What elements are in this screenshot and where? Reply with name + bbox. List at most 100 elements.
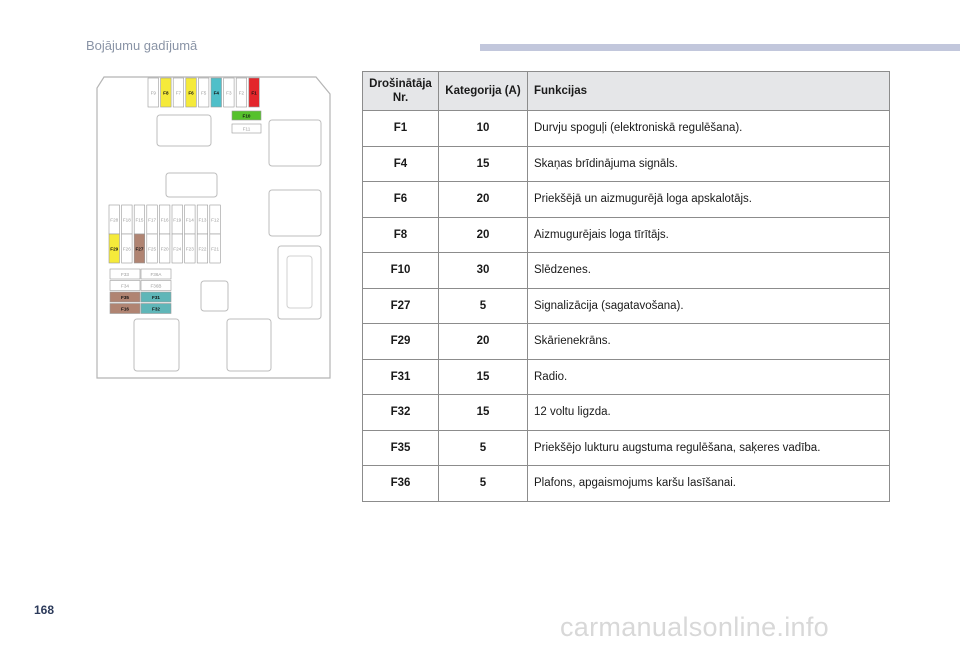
svg-text:F2: F2 xyxy=(239,90,245,95)
fuse-block-f31: F31 xyxy=(140,291,172,303)
fuse-block-f36b: F36B xyxy=(140,280,172,291)
cell-fuse: F35 xyxy=(362,429,439,466)
fuse-f11: F11 xyxy=(231,123,262,134)
svg-text:F25: F25 xyxy=(148,246,156,251)
fuse-f27: F27 xyxy=(133,233,146,264)
fuse-f26: F26 xyxy=(121,233,133,264)
fuse-f14: F14 xyxy=(184,204,196,235)
fuse-f5: F5 xyxy=(198,77,210,108)
fuse-f28: F28 xyxy=(108,204,120,235)
svg-text:F18: F18 xyxy=(123,217,131,222)
cell-amp: 15 xyxy=(438,358,528,395)
svg-text:F9: F9 xyxy=(151,90,157,95)
cell-fuse: F32 xyxy=(362,394,439,431)
relay-slot-8 xyxy=(226,318,272,372)
fuse-f18: F18 xyxy=(121,204,133,235)
fuse-f3: F3 xyxy=(223,77,235,108)
col-functions-header: Funkcijas xyxy=(527,71,890,111)
svg-text:F13: F13 xyxy=(198,217,206,222)
fuse-block-f36a: F36A xyxy=(140,268,172,280)
cell-function: Radio. xyxy=(527,358,890,395)
fuse-block-f32: F32 xyxy=(140,303,172,314)
fuse-f22: F22 xyxy=(196,233,208,264)
cell-fuse: F8 xyxy=(362,216,439,253)
cell-amp: 10 xyxy=(438,110,528,147)
svg-text:F8: F8 xyxy=(163,90,169,95)
cell-fuse: F1 xyxy=(362,110,439,147)
svg-text:F36A: F36A xyxy=(151,272,163,277)
svg-text:F3: F3 xyxy=(226,90,232,95)
cell-amp: 20 xyxy=(438,181,528,218)
fuse-f12: F12 xyxy=(209,204,221,235)
cell-amp: 5 xyxy=(438,287,528,324)
svg-text:F10: F10 xyxy=(243,113,251,118)
cell-function: Signalizācija (sagatavošana). xyxy=(527,287,890,324)
fuse-f20: F20 xyxy=(159,233,171,264)
col-fuse-header: Drošinātāja Nr. xyxy=(362,71,439,111)
svg-text:F11: F11 xyxy=(243,126,251,131)
watermark-text: carmanualsonline.info xyxy=(560,612,829,642)
cell-fuse: F36 xyxy=(362,465,439,502)
svg-text:F16: F16 xyxy=(161,217,169,222)
fuse-block-f34: F34 xyxy=(109,280,141,291)
svg-text:F28: F28 xyxy=(110,217,118,222)
cell-fuse: F10 xyxy=(362,252,439,289)
fuse-f13: F13 xyxy=(196,204,208,235)
fuse-table: Drošinātāja Nr. Kategorija (A) Funkcijas… xyxy=(362,71,890,502)
cell-function: Priekšējo lukturu augstuma regulēšana, s… xyxy=(527,429,890,466)
svg-text:F24: F24 xyxy=(173,246,181,251)
relay-slot-4 xyxy=(268,189,322,237)
cell-function: Slēdzenes. xyxy=(527,252,890,289)
fuse-f24: F24 xyxy=(171,233,183,264)
cell-amp: 30 xyxy=(438,252,528,289)
cell-function: Aizmugurējais loga tīrītājs. xyxy=(527,216,890,253)
svg-text:F19: F19 xyxy=(173,217,181,222)
svg-text:F15: F15 xyxy=(135,217,143,222)
page-number: 168 xyxy=(34,603,55,617)
svg-text:F1: F1 xyxy=(251,90,257,95)
svg-text:F5: F5 xyxy=(201,90,207,95)
fuse-f29: F29 xyxy=(108,233,120,264)
cell-amp: 20 xyxy=(438,216,528,253)
cell-function: Skaņas brīdinājuma signāls. xyxy=(527,145,890,182)
cell-fuse: F6 xyxy=(362,181,439,218)
relay-slot-1 xyxy=(156,114,212,147)
svg-text:F14: F14 xyxy=(186,217,194,222)
relay-slot-3 xyxy=(268,119,322,167)
section-title: Bojājumu gadījumā xyxy=(86,38,198,53)
svg-text:F29: F29 xyxy=(110,246,118,251)
fuse-f21: F21 xyxy=(209,233,221,264)
svg-text:F22: F22 xyxy=(198,246,206,251)
svg-text:F31: F31 xyxy=(152,295,160,300)
svg-text:F27: F27 xyxy=(135,246,143,251)
cell-function: Durvju spoguļi (elektroniskā regulēšana)… xyxy=(527,110,890,147)
fuse-f4: F4 xyxy=(210,77,222,108)
cell-function: Skārienekrāns. xyxy=(527,323,890,360)
fuse-f9: F9 xyxy=(147,77,159,108)
cell-fuse: F29 xyxy=(362,323,439,360)
relay-slot-5 xyxy=(277,245,322,320)
col-category-header: Kategorija (A) xyxy=(438,71,528,111)
relay-slot-2 xyxy=(165,172,218,198)
fuse-f10: F10 xyxy=(231,110,262,121)
fuse-f7: F7 xyxy=(172,77,184,108)
relay-slot-5-inner xyxy=(286,255,313,309)
svg-text:F17: F17 xyxy=(148,217,156,222)
cell-fuse: F27 xyxy=(362,287,439,324)
cell-function: Priekšējā un aizmugurējā loga apskalotāj… xyxy=(527,181,890,218)
fuse-f16: F16 xyxy=(159,204,171,235)
svg-text:F36B: F36B xyxy=(151,283,162,288)
fuse-f6: F6 xyxy=(185,77,197,108)
svg-text:F33: F33 xyxy=(121,272,129,277)
cell-fuse: F4 xyxy=(362,145,439,182)
fuse-f23: F23 xyxy=(184,233,196,264)
fuse-block-f33: F33 xyxy=(109,268,141,280)
